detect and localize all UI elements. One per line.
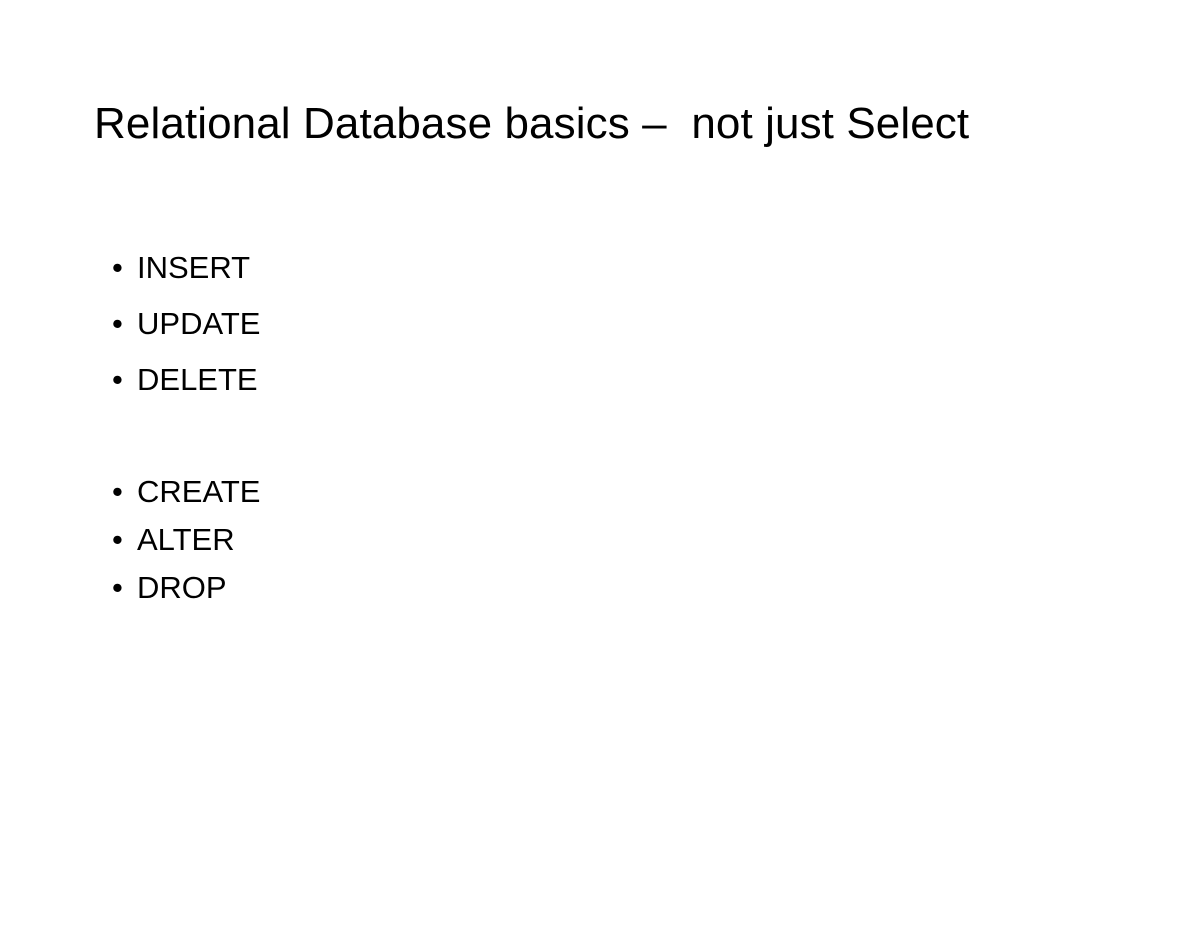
list-item: • DELETE: [112, 361, 260, 399]
bullet-list-dml: • INSERT • UPDATE • DELETE: [112, 249, 260, 417]
list-item: • UPDATE: [112, 305, 260, 343]
list-item: • ALTER: [112, 521, 260, 559]
list-item-label: CREATE: [137, 474, 261, 509]
bullet-icon: •: [112, 522, 123, 557]
list-item-label: DROP: [137, 570, 227, 605]
list-item-label: ALTER: [137, 522, 235, 557]
list-item: • INSERT: [112, 249, 260, 287]
list-item-label: DELETE: [137, 362, 258, 397]
list-item: • CREATE: [112, 473, 260, 511]
list-item: • DROP: [112, 569, 260, 607]
bullet-icon: •: [112, 250, 123, 285]
bullet-icon: •: [112, 362, 123, 397]
list-item-label: UPDATE: [137, 306, 261, 341]
bullet-icon: •: [112, 570, 123, 605]
bullet-list-ddl: • CREATE • ALTER • DROP: [112, 473, 260, 617]
bullet-icon: •: [112, 474, 123, 509]
bullet-icon: •: [112, 306, 123, 341]
slide-title: Relational Database basics – not just Se…: [94, 99, 970, 148]
list-item-label: INSERT: [137, 250, 251, 285]
